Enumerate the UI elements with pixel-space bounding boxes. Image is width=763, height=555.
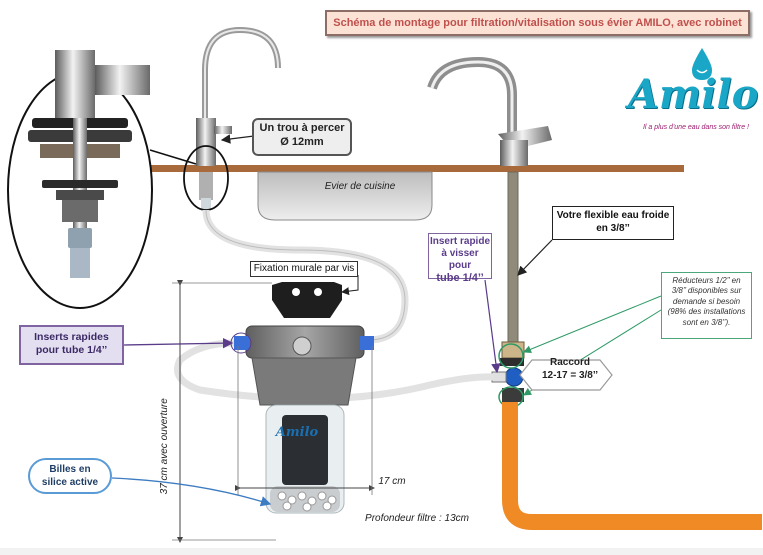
- amilo-drop-smile-icon: [696, 69, 708, 74]
- diagram-title: Schéma de montage pour filtration/vitali…: [325, 10, 750, 36]
- raccord-line2: 12-17 = 3/8’’: [541, 369, 599, 381]
- wall-mount-callout: [341, 275, 359, 296]
- filter-housing: [234, 325, 374, 514]
- countertop: [122, 165, 684, 172]
- beads-callout: [111, 477, 272, 507]
- zoom-connector-line: [149, 149, 197, 165]
- raccord-label: Raccord 12-17 = 3/8’’: [528, 353, 612, 390]
- filter-brand-logo: Amilo: [275, 425, 319, 440]
- width-dimension-label: 17 cm: [378, 476, 406, 487]
- kitchen-sink: [257, 171, 433, 221]
- flexible-callout-line: [517, 239, 553, 276]
- beads-line2: silice active: [41, 476, 99, 488]
- drain-pipe: [502, 402, 762, 530]
- sink-label: Evier de cuisine: [324, 181, 396, 192]
- reducer-callout-top: [523, 295, 662, 354]
- flexible-callout-box: Votre flexible eau froide en 3/8’’: [552, 206, 674, 240]
- depth-label: Profondeur filtre : 13cm: [365, 513, 469, 524]
- insert-screw-line3: tube 1/4’’: [436, 272, 484, 284]
- height-dimension-label: 37 cm avec ouverture: [158, 398, 170, 495]
- amilo-tagline: Il a plus d'une eau dans son filtre !: [642, 124, 749, 131]
- insert-screw-line1: Insert rapide: [429, 236, 491, 247]
- raccord-hexagon: [519, 359, 613, 391]
- insert-screw-callout: [484, 279, 501, 374]
- beads-line1: Billes en: [49, 464, 91, 475]
- filtered-water-tube-edge: [205, 209, 406, 341]
- reducers-note: Réducteurs 1/2’’ en 3/8’’ disponibles su…: [661, 272, 752, 339]
- filtered-water-faucet: [196, 26, 281, 210]
- hole-callout-line: [220, 134, 255, 144]
- cold-water-flexible-hose: [507, 171, 519, 345]
- mixer-faucet: [427, 56, 552, 166]
- hole-callout-box: Un trou à percer Ø 12mm: [252, 118, 352, 156]
- inserts-line1: Inserts rapides: [34, 331, 109, 343]
- insert-screw-line2: à visser pour: [441, 248, 479, 271]
- raccord-line1: Raccord: [549, 357, 590, 368]
- inlet-tube: [174, 339, 495, 403]
- beads-callout-box: Billes en silice active: [28, 458, 112, 494]
- wall-mount-bracket: [272, 282, 342, 318]
- bottom-band: [0, 548, 763, 555]
- inserts-line2: pour tube 1/4’’: [35, 344, 108, 357]
- zoom-detail-circle: [7, 50, 153, 309]
- insert-screw-callout-box: Insert rapide à visser pour tube 1/4’’: [428, 233, 492, 284]
- amilo-logo: Amilo: [628, 71, 759, 118]
- hole-label-line2: Ø 12mm: [280, 135, 324, 148]
- wall-mount-label: Fixation murale par vis: [250, 261, 358, 277]
- reducer-highlight-top: [498, 343, 524, 369]
- amilo-drop-icon: [692, 48, 712, 80]
- inserts-callout-box: Inserts rapides pour tube 1/4’’: [19, 325, 124, 365]
- hole-label-line1: Un trou à percer: [259, 122, 345, 134]
